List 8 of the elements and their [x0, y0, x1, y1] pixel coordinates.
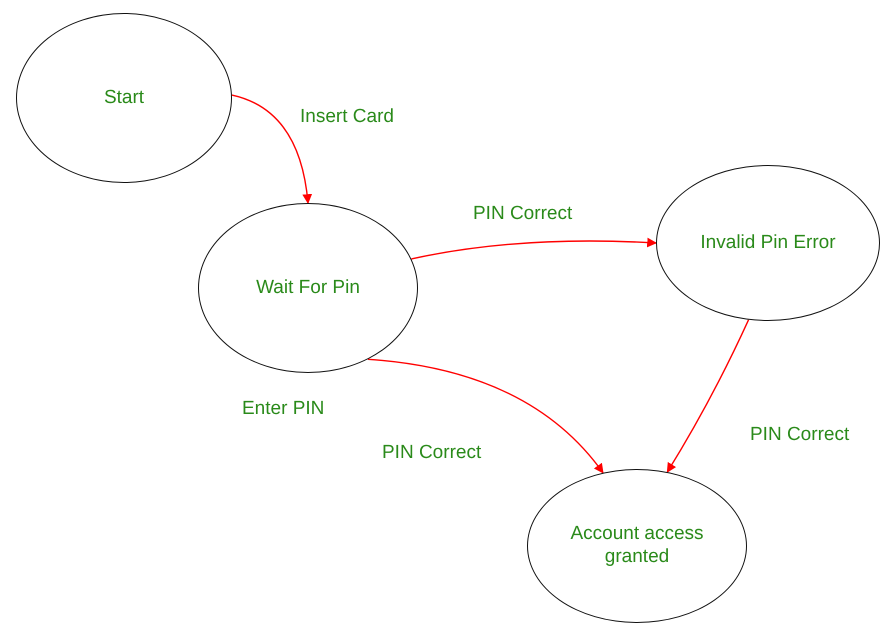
- state-label: Start: [104, 86, 144, 110]
- arrow: [368, 358, 604, 474]
- state-label: Invalid Pin Error: [700, 232, 836, 254]
- arrow: [411, 238, 657, 260]
- state-label: Account access granted: [569, 523, 705, 569]
- state-label: Wait For Pin: [256, 276, 360, 300]
- arrow: [232, 94, 312, 204]
- arrow: [666, 320, 750, 473]
